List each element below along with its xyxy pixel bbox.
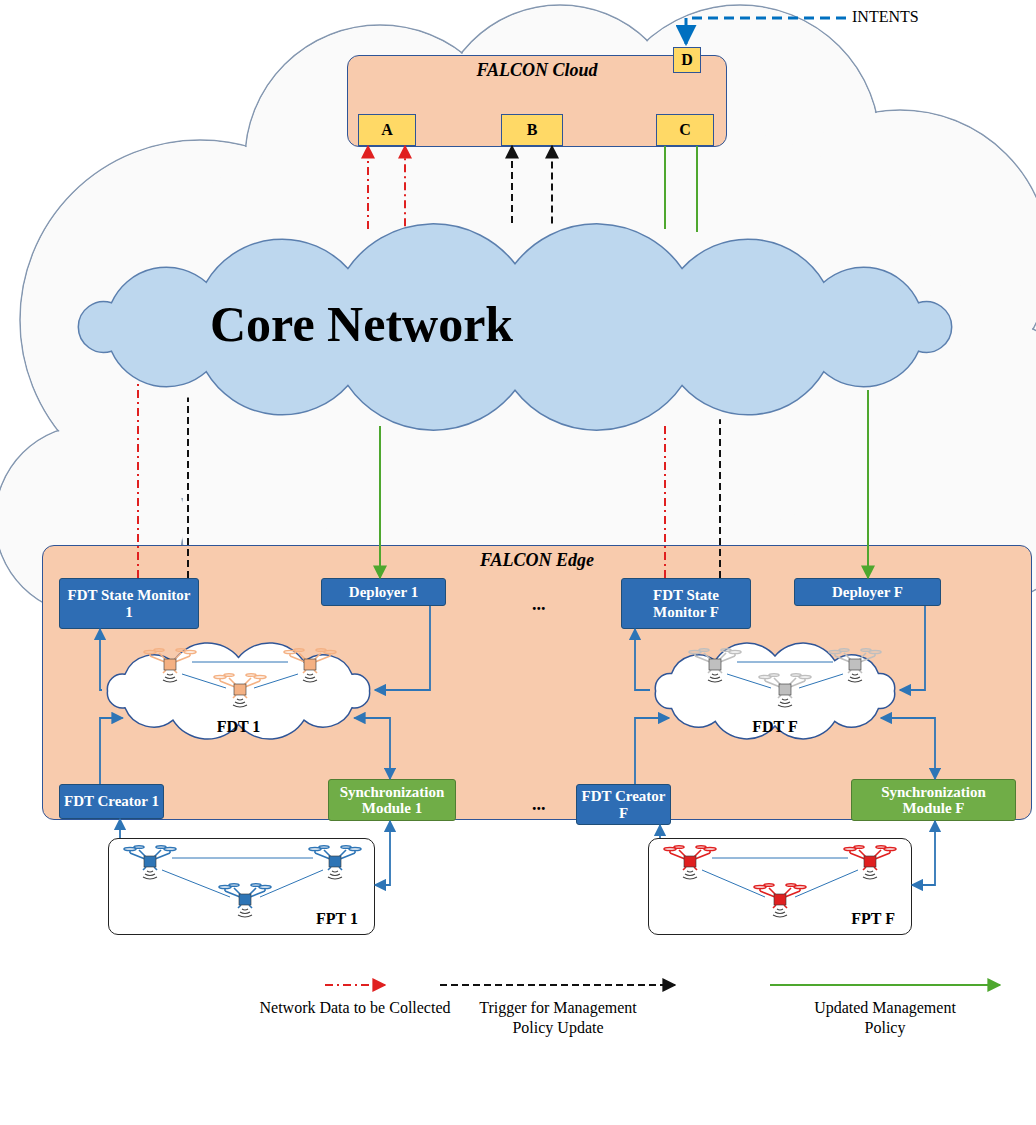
connector bbox=[137, 382, 139, 578]
node-label: B bbox=[527, 121, 538, 139]
connector bbox=[635, 629, 650, 690]
connector bbox=[375, 606, 430, 690]
legend-text: Trigger for Management Policy Update bbox=[458, 998, 658, 1038]
node-label: Core Network bbox=[210, 295, 513, 353]
connector bbox=[664, 146, 666, 229]
legend-item: Updated Management Policy bbox=[795, 998, 975, 1038]
legend-item: Trigger for Management Policy Update bbox=[458, 998, 658, 1038]
module-box: FDT Creator 1 bbox=[59, 784, 164, 819]
connector bbox=[511, 146, 513, 223]
connector bbox=[696, 146, 698, 232]
connector bbox=[100, 629, 102, 690]
legend-item: Network Data to be Collected bbox=[225, 998, 485, 1018]
connector bbox=[187, 397, 189, 578]
node-label: Deployer F bbox=[832, 584, 903, 601]
node-label: FDT State Monitor 1 bbox=[64, 587, 194, 620]
connector bbox=[900, 606, 925, 690]
interface-box: D bbox=[673, 47, 701, 73]
swarm-box: FPT 1 bbox=[108, 838, 375, 935]
connector bbox=[664, 425, 666, 578]
connector bbox=[659, 825, 661, 838]
node-label: Synchronization Module 1 bbox=[333, 784, 451, 817]
node-label: Synchronization Module F bbox=[856, 784, 1011, 817]
node-label: FDT Creator 1 bbox=[64, 793, 159, 810]
node-label: FPT F bbox=[851, 910, 895, 928]
legend-text: Network Data to be Collected bbox=[225, 998, 485, 1018]
connector bbox=[719, 419, 721, 578]
node-label: FDT F bbox=[752, 718, 797, 736]
node-label: FDT Creator F bbox=[581, 788, 666, 821]
edge-region: FALCON EdgeFDT State Monitor 1 Deployer 1… bbox=[42, 545, 1032, 820]
interface-box: C bbox=[656, 114, 714, 146]
twin-cloud: FDT 1 bbox=[101, 639, 376, 743]
module-box: FDT State Monitor F bbox=[621, 578, 751, 629]
module-box: Deployer F bbox=[794, 578, 941, 606]
connector bbox=[375, 821, 390, 885]
swarm-box: FPT F bbox=[648, 838, 912, 935]
ellipsis-label: ... bbox=[532, 794, 546, 815]
node-label: FALCON Edge bbox=[480, 550, 594, 571]
module-box: FDT State Monitor 1 bbox=[59, 578, 199, 629]
node-label: FPT 1 bbox=[316, 910, 358, 928]
connector bbox=[881, 718, 935, 779]
label-holder: ... bbox=[532, 594, 546, 615]
cloud-outline bbox=[70, 222, 960, 432]
node-label: FDT State Monitor F bbox=[626, 587, 746, 620]
interface-box: A bbox=[358, 114, 416, 146]
ellipsis-label: ... bbox=[532, 594, 546, 615]
node-label: FALCON Cloud bbox=[477, 60, 598, 81]
input-label: INTENTS bbox=[852, 8, 919, 26]
node-label: Deployer 1 bbox=[349, 584, 418, 601]
label-holder: ... bbox=[532, 794, 546, 815]
node-label: C bbox=[679, 121, 691, 139]
connector bbox=[867, 390, 869, 578]
connector bbox=[100, 718, 123, 784]
node-label: FDT 1 bbox=[217, 718, 261, 736]
interface-box: B bbox=[501, 114, 563, 146]
module-box: Deployer 1 bbox=[321, 578, 446, 606]
node-label: D bbox=[681, 51, 693, 69]
sync-box: Synchronization Module F bbox=[851, 779, 1016, 821]
module-box: FDT Creator F bbox=[576, 784, 671, 825]
core-network-cloud: Core Network bbox=[70, 222, 960, 432]
connector bbox=[635, 718, 669, 784]
sync-box: Synchronization Module 1 bbox=[328, 779, 456, 821]
connector bbox=[119, 819, 121, 838]
connector bbox=[367, 146, 369, 229]
connector bbox=[404, 146, 406, 226]
node-label: A bbox=[381, 121, 393, 139]
legend-text: Updated Management Policy bbox=[795, 998, 975, 1038]
connector bbox=[354, 718, 390, 779]
connector bbox=[551, 146, 553, 223]
label-holder: INTENTS bbox=[852, 8, 919, 26]
connector bbox=[379, 426, 381, 578]
connector bbox=[912, 821, 935, 885]
twin-cloud: FDT F bbox=[649, 639, 901, 743]
cloud-region: FALCON CloudABCD bbox=[347, 55, 727, 147]
